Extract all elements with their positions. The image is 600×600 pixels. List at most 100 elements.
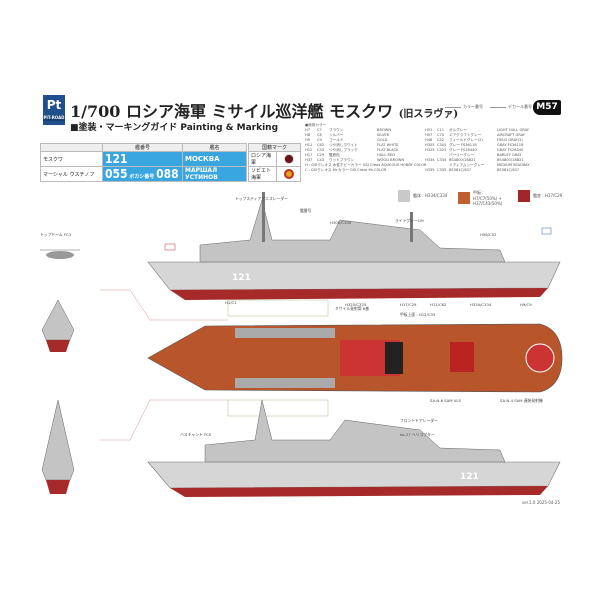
color-cell: GRAY FS26440 [497, 148, 524, 152]
color-cell: H57 [425, 133, 433, 137]
soviet-star-icon [283, 169, 294, 179]
color-cell: C33 [317, 148, 325, 152]
hull-no: 055 [105, 167, 128, 181]
logo-sub: PIT-ROAD [43, 115, 65, 121]
color-cell: H51 [425, 128, 433, 132]
legend-decal-number: デカール番号 [490, 104, 532, 110]
color-cell: C335 [437, 168, 447, 172]
callout: H334/C334 [470, 302, 492, 307]
callout: H9/C9 [520, 302, 532, 307]
color-cell: LIGHT GULL GRAY [497, 128, 529, 132]
title-sub: (旧スラヴァ) [398, 109, 459, 120]
callout: ミサイル発射筒 8基 [335, 306, 369, 311]
callout: 甲板上面 : H12/C33 [400, 312, 436, 317]
swatch-color [518, 190, 530, 202]
color-cell: ゴールド [329, 138, 344, 142]
callout: H325/C325 [345, 302, 367, 307]
color-cell: GRAY FS36118 [497, 143, 524, 147]
note: C : GSIクレオス Mr.カラー GSI Creos Mr.COLOR [305, 168, 387, 172]
logo-text: Pt [46, 98, 62, 112]
color-cell: H12 [305, 148, 313, 152]
note: H : GSIクレオス 水性ホビーカラー GSI Creos AQUEOUS H… [305, 163, 427, 167]
color-cell: C70 [437, 133, 445, 137]
callout: H56/C52 [480, 232, 497, 237]
callout: フロントドアレーダー [400, 418, 438, 423]
color-cell: H48 [425, 138, 433, 142]
russian-roundel-icon [283, 154, 294, 164]
page-title: 1/700 ロシア海軍 ミサイル巡洋艦 モスクワ (旧スラヴァ) [70, 98, 458, 122]
color-cell: つや消しホワイト [329, 143, 358, 147]
callout: H17/C29 [400, 302, 417, 307]
subtitle: ■塗装・マーキングガイド Painting & Marking [70, 123, 279, 133]
hull-alt-label: ボカシ番号 [129, 174, 155, 180]
flag-icon [541, 227, 552, 235]
ship-side-view-port: 121 [147, 399, 561, 497]
color-cell: WOOD BROWN [377, 158, 405, 162]
swatch-label: 甲板 : H7/C7(50%) + H37/C43(50%) [473, 190, 503, 206]
version-date: ver.1.0 2025-04-25 [521, 500, 560, 505]
color-cell: フィールドグレー(2) [449, 138, 483, 142]
color-notes: H : GSIクレオス 水性ホビーカラー GSI Creos AQUEOUS H… [305, 163, 426, 173]
color-cell: C305 [437, 143, 447, 147]
color-cell: H17 [305, 153, 313, 157]
callout: バスチャント FCS [180, 432, 212, 437]
color-cell: ウッドブラウン [329, 158, 355, 162]
color-cell: C334 [437, 158, 447, 162]
callout: H305/C305 [330, 220, 352, 225]
ship-side-view-starboard: 121 [147, 192, 561, 300]
title-text: ロシア海軍 ミサイル巡洋艦 モスクワ [125, 102, 394, 121]
color-cell: シルバー [329, 133, 344, 137]
legend-color-number: カラー番号 [445, 104, 483, 110]
callout: H11/C62 [430, 302, 447, 307]
ship-name: МАРШАЛ УСТИНОВ [182, 166, 247, 182]
scale: 1/700 [70, 102, 121, 121]
color-cell: 艦底色 [329, 153, 340, 157]
color-cell: FIELD GRAY(2) [497, 138, 523, 142]
swatch-bottom: 艦底 : H17/C29 [518, 190, 562, 202]
color-cell: C8 [317, 133, 322, 137]
color-list-title: ●使用カラー [305, 123, 327, 127]
callout: トップスティアピエスレーダー [235, 196, 288, 201]
color-cell: バーリーグレー BS4800/18B21 [449, 153, 476, 162]
ship-top-view [147, 323, 563, 393]
color-row: H8 C8 シルバー SILVER [305, 133, 425, 138]
color-cell: グレー FS36118 [449, 143, 477, 147]
color-cell: SILVER [377, 133, 390, 137]
color-cell: H8 [305, 133, 310, 137]
color-cell: H325 [425, 148, 435, 152]
ship-front-view [41, 299, 75, 494]
swatch-label: 艦体 : H334/C334 [413, 193, 448, 198]
hull-no-alt: 088 [156, 167, 179, 181]
color-cell: AIRCRAFT GRAY [497, 133, 526, 137]
color-cell: H7 [305, 128, 310, 132]
color-cell: ブラウン [329, 128, 344, 132]
color-cell: BARLEY GRAY BS4800/18B21 [497, 153, 524, 162]
helicopter-icon [40, 249, 80, 259]
flag-icon [164, 243, 176, 251]
swatch-hull: 艦体 : H334/C334 [398, 190, 447, 202]
color-cell: FLAT BLACK [377, 148, 399, 152]
color-cell: H9 [305, 138, 310, 142]
color-cell: HULL RED [377, 153, 396, 157]
